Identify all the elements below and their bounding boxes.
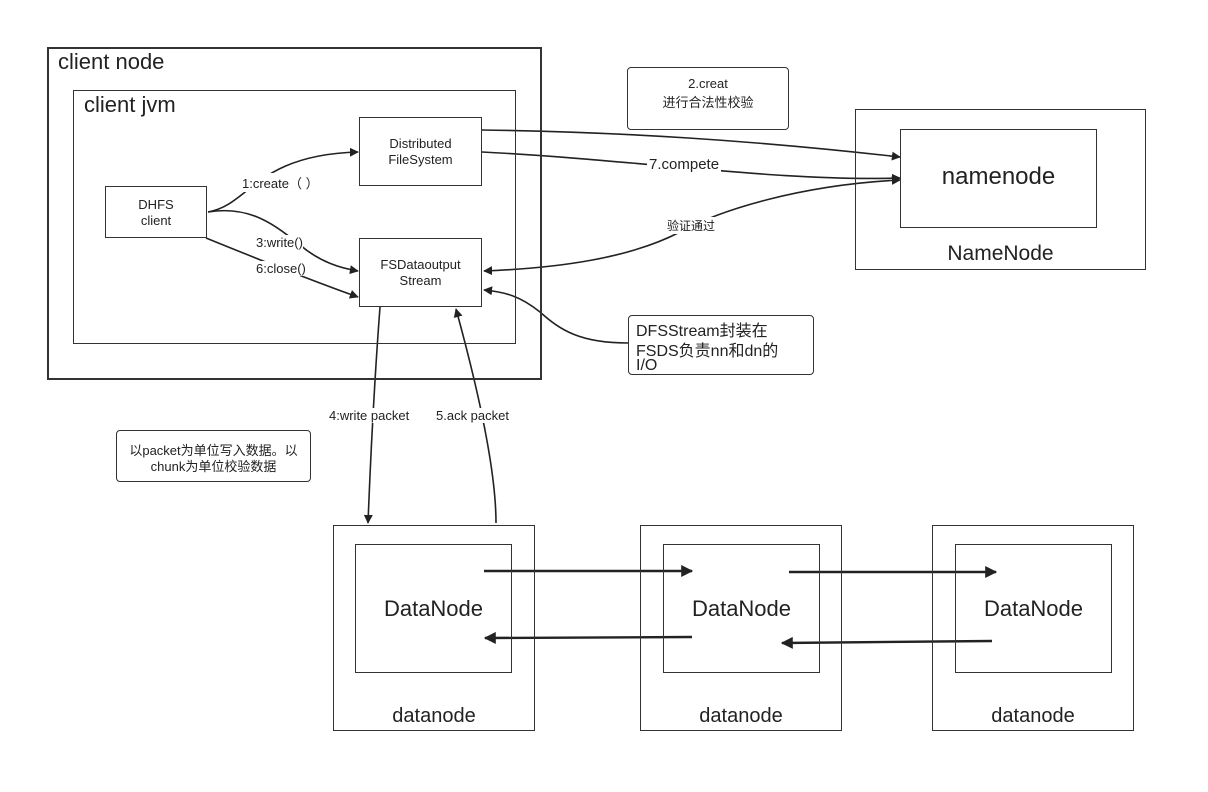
fsdataoutputstream-label-2: Stream: [399, 273, 442, 288]
datanode-2-inner-box: [663, 544, 820, 673]
label-verify: 验证通过: [665, 217, 718, 234]
datanode-2-outer-box: [640, 525, 842, 731]
note-creat: [627, 67, 789, 130]
client-jvm-box: [73, 90, 516, 344]
edge-dfs-namenode-1: [481, 129, 901, 161]
label-ack-packet: 5.ack packet: [436, 408, 509, 423]
label-close: 6:close(): [256, 261, 306, 276]
client-node-box: [47, 47, 542, 380]
distributed-filesystem-label-2: FileSystem: [388, 152, 453, 167]
datanode-1-outer-box: [333, 525, 535, 731]
client-jvm-title: client jvm: [84, 92, 176, 117]
client-node-title: client node: [58, 49, 165, 74]
dhfs-client-box: [105, 186, 207, 238]
note-dfsstream: [628, 315, 814, 375]
distributed-filesystem-label-1: Distributed: [389, 136, 452, 151]
datanode-3-outer-box: [932, 525, 1134, 731]
namenode-outer-label: NameNode: [947, 242, 1054, 265]
label-create: 1:create（ ）: [242, 173, 319, 192]
datanode-3-inner-box: [955, 544, 1112, 673]
namenode-inner-box: [900, 129, 1097, 228]
note-packet-line-2: chunk为单位校验数据: [150, 459, 277, 474]
fsdataoutputstream-label-1: FSDataoutput: [380, 257, 461, 272]
note-creat-line-1: 2.creat: [688, 76, 728, 91]
datanode-2-outer-label: datanode: [699, 705, 783, 727]
distributed-filesystem-box: [359, 117, 482, 186]
dhfs-client-label-2: client: [140, 213, 172, 228]
datanode-3-inner-label: DataNode: [983, 596, 1084, 621]
fsdataoutputstream-box: [359, 238, 482, 307]
note-packet: [116, 430, 311, 482]
datanode-1-inner-label: DataNode: [383, 596, 484, 621]
edge-write-packet: [363, 306, 381, 524]
namenode-outer-box: [855, 109, 1146, 270]
datanode-2-inner-label: DataNode: [691, 596, 792, 621]
note-dfsstream-line-3: I/O: [636, 357, 658, 374]
note-dfsstream-line-2: FSDS负责nn和dn的: [636, 343, 779, 360]
note-dfsstream-line-1: DFSStream封装在: [636, 323, 768, 340]
dhfs-client-label-1: DHFS: [138, 197, 174, 212]
edge-dn2-dn1: [483, 631, 693, 644]
datanode-1-inner-box: [355, 544, 512, 673]
note-packet-line-1: 以packet为单位写入数据。以: [129, 443, 298, 458]
note-creat-line-2: 进行合法性校验: [662, 95, 754, 110]
datanode-3-outer-label: datanode: [991, 705, 1075, 727]
datanode-1-outer-label: datanode: [392, 705, 476, 727]
label-compete: 7.compete: [647, 156, 722, 173]
namenode-inner-label: namenode: [941, 163, 1056, 190]
label-write-packet: 4:write packet: [329, 408, 410, 423]
edge-dn3-dn2: [780, 636, 993, 649]
label-write: 3:write(): [256, 235, 303, 250]
